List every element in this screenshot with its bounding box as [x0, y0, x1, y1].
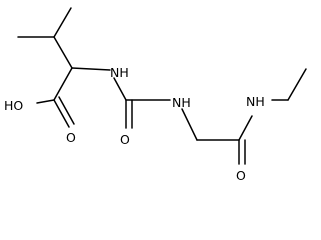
atom-label-amide-oxygen: O [236, 168, 246, 183]
bond-alpha-to-nh1 [71, 67, 111, 71]
bond-amide-to-nh3 [238, 115, 253, 141]
bond-carboxyl-double-a [53, 99, 70, 128]
bond-isopropyl-to-alpha [53, 36, 73, 69]
atom-label-hydroxyl: HO [4, 98, 23, 113]
atom-label-amine-3: NH [246, 94, 265, 109]
bond-carboxyl-to-oh [36, 99, 55, 104]
bond-nh1-to-urea [113, 77, 127, 101]
atom-label-amine-2: NH [172, 95, 191, 110]
bond-carboxyl-double-b [58, 96, 75, 125]
atom-label-amine-1: NH [110, 65, 129, 80]
atom-label-urea-oxygen: O [120, 132, 130, 147]
bond-nh2-to-ch2 [181, 108, 198, 141]
bond-alpha-to-carboxyl [53, 67, 73, 101]
molecule-drawing: HO O NH O NH NH O [4, 7, 307, 183]
structure-diagram: HO O NH O NH NH O [4, 7, 307, 183]
bond-ethyl [287, 68, 307, 101]
bond-methyl-top [53, 7, 72, 38]
atom-label-carboxyl-oxygen: O [66, 130, 76, 145]
